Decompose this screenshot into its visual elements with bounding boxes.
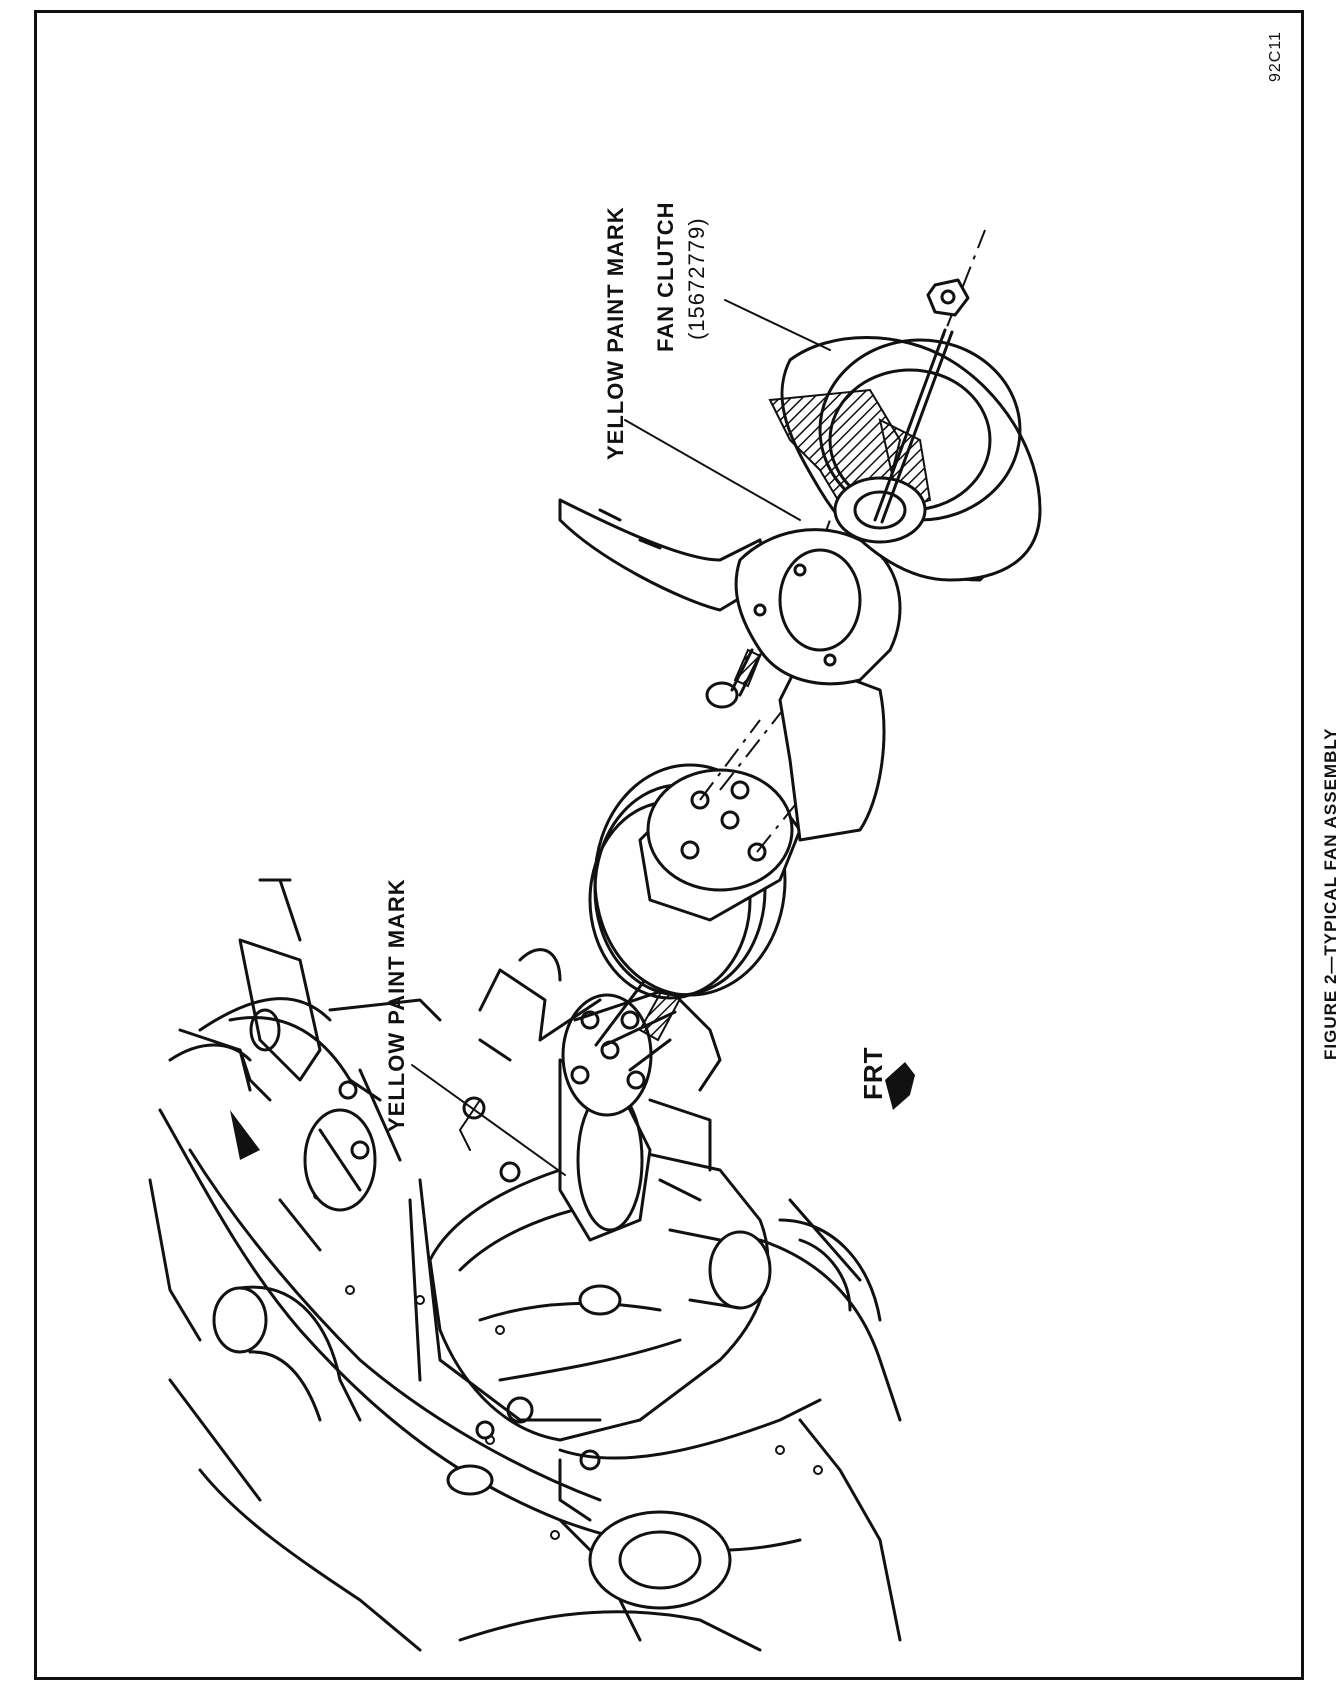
pump-hub-flange [561, 993, 653, 1117]
pulley [588, 763, 802, 1000]
label-fan-clutch-part-number: (15672779) [684, 217, 709, 340]
figure-code: 92C11 [1267, 31, 1284, 82]
clutch-nut [926, 278, 970, 317]
alternator-bracket [178, 878, 442, 1252]
fan-clutch [768, 328, 1042, 582]
label-front: FRT [858, 1046, 888, 1100]
label-fan-clutch: FAN CLUTCH [653, 201, 678, 352]
figure-caption: FIGURE 2—TYPICAL FAN ASSEMBLY [1321, 727, 1340, 1060]
fan-bolt [705, 648, 762, 709]
leader-lines [411, 299, 831, 1176]
figure-border [34, 10, 1304, 1680]
engine-block [148, 997, 902, 1652]
water-pump [408, 1058, 772, 1496]
front-arrow-icon [885, 1062, 915, 1110]
label-yellow-paint-mark-clutch: YELLOW PAINT MARK [603, 206, 628, 460]
label-yellow-paint-mark-pump: YELLOW PAINT MARK [384, 878, 409, 1132]
